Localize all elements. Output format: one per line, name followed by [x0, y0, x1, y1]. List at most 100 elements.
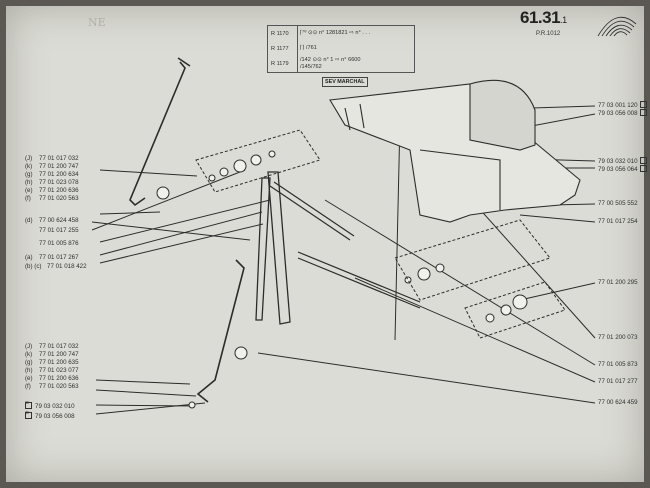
ref-key: (k): [25, 163, 33, 170]
washer-set: [156, 150, 528, 409]
part-number: 79 03 032 010: [35, 403, 75, 410]
part-number: 77 01 200 634: [39, 171, 79, 178]
model-spec: /142 ⊙⊙ n° 1 ⇨ n° 6600: [300, 57, 361, 63]
part-number: 77 00 505 552: [598, 200, 638, 207]
faded-handwritten-mark: NE: [88, 16, 106, 29]
ref-key: (f): [25, 383, 31, 390]
model-code: R 1179: [271, 61, 289, 67]
leader-line: [354, 277, 596, 383]
part-ref-right: 79 03 056 064: [598, 165, 647, 174]
leader-line: [99, 211, 161, 215]
wiper-blade: [255, 171, 291, 325]
model-spec: ⌈⁷⁰ ⊙⊙ n° 1281821 ⇨ n° . . .: [300, 30, 371, 36]
ref-key: (d): [25, 217, 33, 224]
table-row: R 1177 ⌈⌉ /761: [268, 41, 414, 56]
part-ref-group-left-mid: (d)77 00 624 458 77 01 017 255 77 01 005…: [25, 216, 87, 272]
part-ref-right: 77 00 505 552: [598, 200, 638, 208]
part-number: 77 01 018 422: [47, 263, 87, 270]
ref-key: (g): [25, 171, 33, 178]
applicability-table: R 1170 ⌈⁷⁰ ⊙⊙ n° 1281821 ⇨ n° . . . R 11…: [267, 25, 415, 73]
box-mark-icon: [25, 399, 32, 409]
ref-key: (f): [25, 195, 31, 202]
part-number: 77 01 017 255: [39, 226, 79, 234]
part-number: 77 01 020 563: [39, 383, 79, 390]
leader-line: [519, 214, 596, 223]
part-ref-right: 77 01 017 277: [598, 378, 638, 386]
part-number: 77 01 200 635: [39, 359, 79, 366]
part-number: 77 01 020 563: [39, 195, 79, 202]
ref-key: (e): [25, 375, 33, 382]
part-number: 77 00 624 459: [598, 399, 638, 406]
ref-key: (h): [25, 367, 33, 374]
part-ref-group-left-lower: (J)77 01 017 032 (k)77 01 200 747 (g)77 …: [25, 343, 79, 391]
ref-key: (a): [25, 253, 33, 261]
part-ref-right: 77 00 624 459: [598, 399, 638, 407]
motor-bracket-assembly: [329, 79, 581, 223]
table-row: R 1179 /142 ⊙⊙ n° 1 ⇨ n° 6600 /145/762: [268, 56, 414, 71]
model-spec: ⌈⌉ /761: [300, 45, 317, 51]
model-code: R 1170: [271, 31, 289, 37]
dashed-exploded-guides: [195, 129, 566, 339]
leader-line: [99, 199, 271, 243]
part-number: 77 01 200 073: [598, 334, 638, 341]
box-mark-icon: [639, 165, 647, 172]
model-spec-line2: /145/762: [300, 64, 322, 70]
box-mark-icon: [639, 157, 647, 164]
table-divider: [297, 26, 298, 72]
model-code: R 1177: [271, 46, 289, 52]
part-number: 79 03 056 064: [598, 166, 638, 173]
ref-key: (J): [25, 155, 33, 162]
parts-catalog-sheet: [6, 6, 644, 482]
table-row: R 1170 ⌈⁷⁰ ⊙⊙ n° 1281821 ⇨ n° . . .: [268, 26, 414, 41]
part-number: 77 01 200 747: [39, 163, 79, 170]
leader-line: [519, 282, 596, 301]
part-ref-group-left-upper: (J) 77 01 017 032 (k) 77 01 200 747 (g) 77 …: [25, 155, 79, 203]
part-number: 77 01 017 032: [39, 343, 79, 350]
box-mark-icon: [639, 109, 647, 116]
part-number: 79 03 056 008: [35, 413, 75, 420]
box-mark-icon: [639, 101, 647, 108]
leader-line: [324, 199, 596, 366]
ref-key: (k): [25, 351, 33, 358]
part-number: 77 01 005 873: [598, 361, 638, 368]
part-ref-right: 77 01 200 295: [598, 279, 638, 287]
leader-line: [95, 389, 197, 397]
part-ref-group-left-boxed: 79 03 032 010 79 03 056 008: [25, 399, 75, 422]
part-ref-right: 77 03 001 120: [598, 101, 647, 110]
part-number: 77 01 023 078: [39, 179, 79, 186]
part-ref-right: 77 01 017 254: [598, 218, 638, 226]
leader-line: [99, 223, 264, 264]
part-ref-right: 79 03 032 010: [598, 157, 647, 166]
supplier-tag: SEV MARCHAL: [322, 77, 368, 87]
part-number: 77 01 017 267: [39, 253, 79, 261]
ref-key: (g): [25, 359, 33, 366]
part-number: 77 01 200 636: [39, 187, 79, 194]
part-number: 77 03 001 120: [598, 102, 638, 109]
leader-line: [257, 352, 596, 404]
leader-line: [91, 221, 251, 241]
part-number: 77 01 017 032: [39, 155, 79, 162]
part-number: 77 01 005 876: [39, 240, 79, 247]
leader-line: [95, 402, 206, 415]
part-number: 77 01 200 747: [39, 351, 79, 358]
part-number: 79 03 032 010: [598, 158, 638, 165]
catalog-logo-icon: [597, 16, 637, 37]
part-ref-right: 79 03 056 008: [598, 109, 647, 118]
part-number: 77 01 200 295: [598, 279, 638, 286]
part-number: 77 01 017 254: [598, 218, 638, 225]
ref-key: (h): [25, 179, 33, 186]
part-number: 77 01 023 077: [39, 367, 79, 374]
box-mark-icon: [25, 409, 32, 419]
part-number: 77 01 200 636: [39, 375, 79, 382]
part-number: 79 03 056 008: [598, 110, 638, 117]
leader-line: [99, 169, 198, 177]
leader-line: [95, 379, 191, 385]
page-reference: P.R.1012: [536, 31, 561, 37]
page-number: 61.31.1: [520, 8, 567, 27]
ref-key: (e): [25, 187, 33, 194]
part-ref-right: 77 01 005 873: [598, 361, 638, 369]
right-wiper-arm: [196, 259, 245, 403]
leader-line: [91, 169, 246, 231]
